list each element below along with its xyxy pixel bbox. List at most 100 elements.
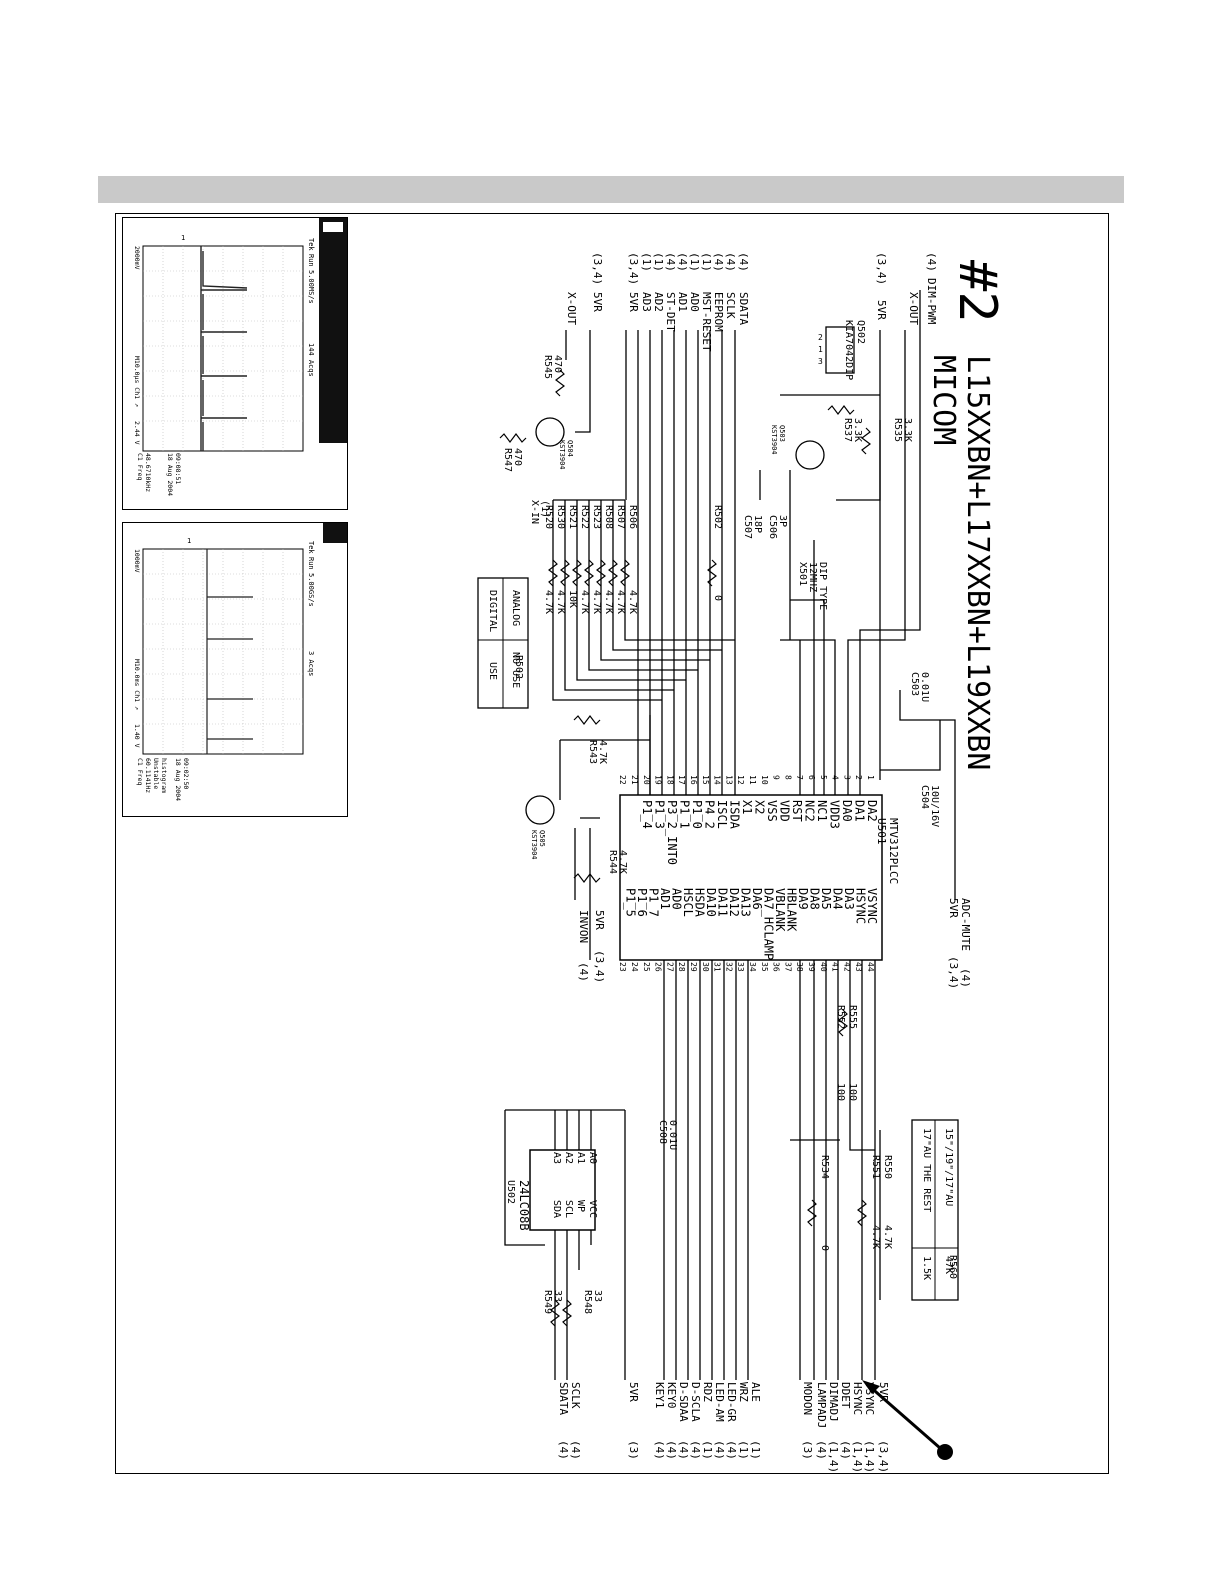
bottom-signal-ref: (4)	[725, 1440, 738, 1460]
c508-ref: C508	[657, 1120, 668, 1144]
top-signal-ref: (4)	[737, 252, 750, 272]
bottom-signal-name: D-SDAA	[677, 1382, 690, 1422]
u501-pin-label: X1	[740, 800, 754, 814]
bottom-signal-name: WRZ	[737, 1382, 750, 1402]
u501-pin-number: 39	[807, 962, 816, 972]
top-signal-name: SDATA	[737, 292, 750, 325]
u501-right-pins: VSYNCHSYNCDA3DA4DA5DA8DA9HBLANKVBLANKDA7…	[624, 888, 880, 960]
r502-val: 0	[712, 595, 723, 601]
bottom-signal-ref: (3,4)	[877, 1440, 890, 1473]
r560-table-rest: 17"AU THE REST	[921, 1128, 932, 1212]
u501-part: MTV312PLCC	[887, 818, 900, 884]
r537-ref: R537	[842, 418, 853, 442]
rbank-val: 4.7K	[543, 590, 554, 614]
dim-pwm-name: DIM-PWM	[925, 278, 938, 325]
u501-left-pins: DA2DA1DA0VDD3NC1NC2RSTVDDVSSX2X1ISDAISCL…	[640, 800, 879, 865]
bottom-signal-name: ALE	[749, 1382, 762, 1402]
top-signal-ref: (3,4)	[627, 252, 640, 285]
rbank-ref: R522	[579, 505, 590, 529]
scope1-side-text: C1 Freq 48.6710kHz 18 Aug 2004 09:08:51	[136, 453, 182, 496]
u501-pin-label: P3_2_INT0	[665, 800, 679, 865]
u501-pin-label: DA11	[716, 888, 730, 917]
scope2-ch-scale: 1000mV	[133, 549, 141, 573]
u501-pin-number: 16	[689, 775, 698, 785]
u501-pin-label: DA1	[853, 800, 867, 822]
dim-pwm-label: (4) DIM-PWM	[925, 252, 938, 325]
q502-ref: Q502	[855, 320, 866, 344]
top-signal-name: AD3	[640, 292, 653, 312]
u501-pin-label: DA5	[819, 888, 833, 910]
rbank-ref: R523	[591, 505, 602, 529]
u501-pin-label: VBLANK	[773, 888, 787, 932]
q505-symbol	[525, 795, 555, 825]
r560-table-title: R560	[947, 1255, 958, 1279]
rbank-val: 4.7K	[603, 590, 614, 614]
u501-pin-number: 9	[772, 775, 781, 780]
title-number: #2	[947, 260, 1007, 323]
resistor-bank-labels: R5064.7KR5074.7KR5084.7KR5234.7KR5224.7K…	[543, 505, 638, 614]
scope1-svg: Tek Run 5.00MS/s 144 Acqs 2000mV M10.0µs…	[133, 218, 347, 496]
u502-pin-scl: SCL	[563, 1200, 574, 1218]
scope2-date: 18 Aug 2004	[174, 758, 182, 801]
r551-ref: R551	[870, 1155, 881, 1179]
r502-table-digital: DIGITAL	[487, 590, 498, 632]
scope1-timebase: M10.0µs Ch1 ↗	[133, 356, 141, 407]
u501-pin-label: DA8	[808, 888, 822, 910]
scope2-label-strip	[323, 523, 347, 543]
u502-pin-vcc: VCC	[587, 1200, 598, 1218]
r544-label: R544 4.7K	[607, 850, 628, 874]
bottom-signal-name: SCLK	[569, 1382, 582, 1409]
scope1-trace	[200, 246, 248, 451]
r544-ref: R544	[607, 850, 618, 874]
r502-table-title: R502	[513, 655, 524, 679]
bottom-signal-labels: 5VR(3,4)VSYNC(1,4)HSYNC(1,4)DDET(4)DIMAD…	[557, 1382, 890, 1473]
top-signal-ref: (4)	[676, 252, 689, 272]
r502-table-row1: ANALOG NO USE	[510, 590, 521, 688]
r552-val: 100	[835, 1083, 846, 1101]
r545-label: R545 470	[542, 355, 563, 379]
r535-label: R535 3.3K	[892, 418, 913, 442]
r551-label: R551 4.7K	[870, 1155, 881, 1249]
c508-val: 0.01U	[667, 1120, 678, 1150]
scope2-freq-label: C1 Freq	[136, 758, 144, 785]
q503-label: Q503 KST3904	[770, 425, 786, 455]
q502-label: Q502 KIA7042DIP	[843, 320, 866, 380]
v5-mute-name: 5VR	[947, 898, 960, 918]
scope2-timebase: M10.0ms Ch1 ↗	[133, 659, 141, 710]
scope2-trace	[206, 549, 253, 754]
q504-symbol	[535, 417, 565, 447]
u501-pin-label: VSS	[765, 800, 779, 822]
u501-pin-number: 31	[713, 962, 722, 972]
u501-pin-number: 19	[654, 775, 663, 785]
r537-label: R537 3.3K	[842, 418, 863, 442]
title-group: #2 L15XXBN+L17XXBN+L19XXBN MICOM	[926, 260, 1007, 770]
u501-pin-number: 28	[677, 962, 686, 972]
r555-ref: R555	[847, 1005, 858, 1029]
bottom-signal-ref: (3)	[627, 1440, 640, 1460]
top-signal-ref: (1)	[700, 252, 713, 272]
r534-label: R534 0	[819, 1155, 830, 1251]
u501-pin-number: 3	[842, 775, 851, 780]
top-signal-name: AD1	[676, 292, 689, 312]
scope2-run: Run	[307, 557, 315, 570]
scope2-level: 1.40 V	[133, 724, 141, 748]
bottom-signal-name: LED-AM	[713, 1382, 726, 1422]
bottom-signal-name: D-SCLA	[689, 1382, 702, 1422]
header-band	[98, 176, 1124, 203]
q502-pin-2: 2	[818, 333, 823, 342]
u501-pin-number: 5	[819, 775, 828, 780]
rbank-val: 4.7K	[579, 590, 590, 614]
v5-mute-label: 5VR (3,4)	[947, 898, 960, 989]
u501-pin-label: DA0	[840, 800, 854, 822]
u501-pin-label: DA12	[727, 888, 741, 917]
scope2-note1: Unstable	[152, 758, 160, 789]
xout-top-name: X-OUT	[907, 292, 920, 325]
scope2-side-text: C1 Freq 60.1141Hz Unstable histogram 18 …	[136, 758, 190, 801]
rbank-ref: R506	[627, 505, 638, 529]
r550-label: R550 4.7K	[882, 1155, 893, 1249]
top-signal-name: ST-DET	[664, 292, 677, 332]
u501-pin-label: NC2	[803, 800, 817, 822]
r550-ref: R550	[882, 1155, 893, 1179]
r548-val: 33	[592, 1290, 603, 1302]
